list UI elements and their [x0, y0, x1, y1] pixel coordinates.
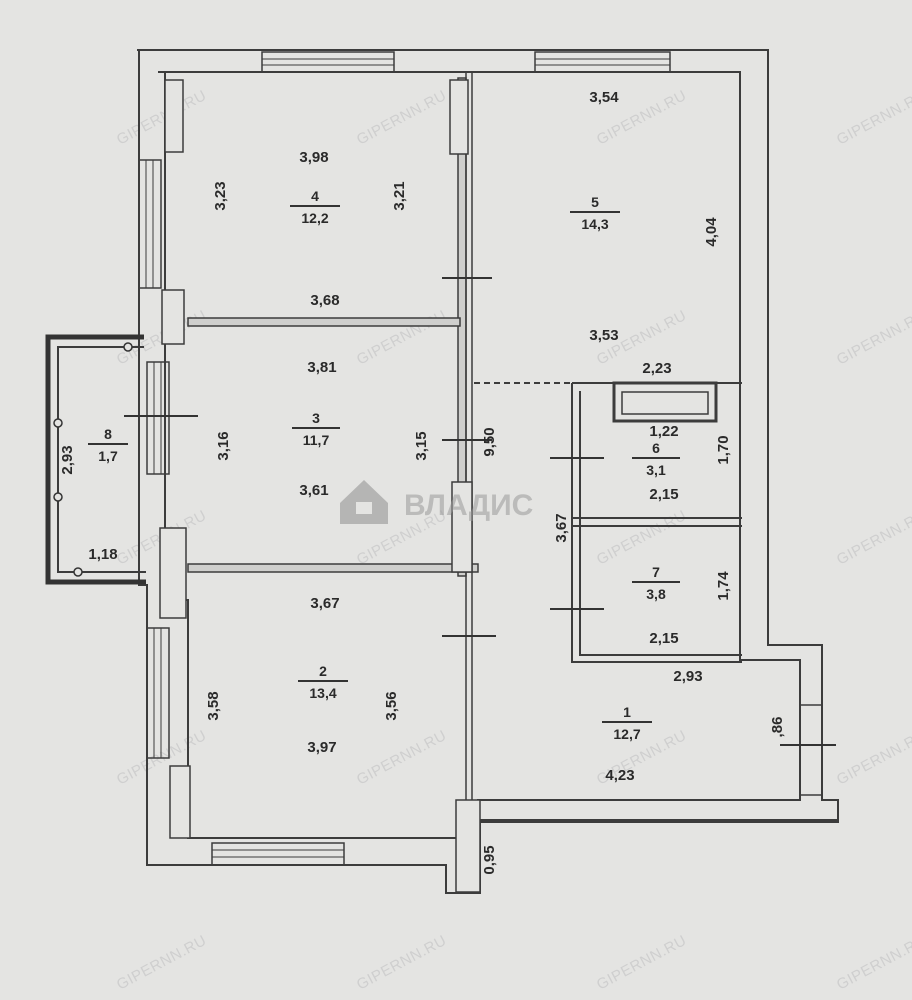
room-area: 12,7: [613, 726, 640, 742]
dimension: 3,56: [383, 691, 400, 720]
room-1: 1 12,7: [613, 704, 640, 742]
room-area: 1,7: [98, 448, 118, 464]
room-2: 2 13,4: [309, 663, 336, 701]
dimension: 3,97: [307, 739, 336, 756]
dimension: 2,15: [649, 630, 678, 647]
room-6: 6 3,1: [646, 440, 666, 478]
dimension: 3,61: [299, 482, 328, 499]
room-area: 3,8: [646, 586, 666, 602]
room-number: 5: [591, 194, 599, 210]
room-area: 12,2: [301, 210, 328, 226]
dimension: 0,95: [481, 845, 498, 874]
dimension: 1,18: [88, 546, 117, 563]
balcony: [45, 334, 146, 585]
dimension: 3,54: [589, 89, 619, 106]
room-area: 14,3: [581, 216, 608, 232]
dimension: 1,74: [715, 571, 732, 601]
dimension: 2,15: [649, 486, 678, 503]
room-area: 11,7: [303, 432, 330, 448]
window: [211, 842, 345, 866]
dimension: 3,81: [307, 359, 336, 376]
window: [138, 159, 162, 289]
dimension: 3,16: [215, 431, 232, 460]
dimension: 3,68: [310, 292, 339, 309]
dimension: 3,98: [299, 149, 328, 166]
room-number: 8: [104, 426, 112, 442]
room-area: 3,1: [646, 462, 666, 478]
dimension: 9,50: [481, 427, 498, 456]
dimension-labels: 3,98 3,23 3,21 3,68 3,54 4,04 3,53 3,8 1 …: [59, 89, 786, 875]
agency-logo: ВЛАДИС: [340, 480, 533, 524]
interior-walls: [159, 71, 742, 893]
room-number: 1: [623, 704, 631, 720]
dimension: ,86: [769, 717, 786, 738]
dimension: 1,22: [649, 423, 678, 440]
window: [534, 51, 671, 73]
room-8: 8 1,7: [98, 426, 118, 464]
room-7: 7 3,8: [646, 564, 666, 602]
house-icon: [340, 480, 388, 524]
room-5: 5 14,3: [581, 194, 608, 232]
room-number: 2: [319, 663, 327, 679]
dimension: 3,15: [413, 431, 430, 460]
window: [799, 704, 823, 796]
door-marks: [124, 277, 836, 746]
dimension: 1,70: [715, 435, 732, 464]
room-number: 7: [652, 564, 660, 580]
window: [146, 361, 170, 475]
dimension: 3,67: [310, 595, 339, 612]
windows: [138, 51, 823, 866]
dimension: 2,93: [59, 445, 76, 474]
room-number: 6: [652, 440, 660, 456]
room-number: 3: [312, 410, 320, 426]
logo-text: ВЛАДИС: [404, 489, 533, 522]
dimension: 3,23: [212, 181, 229, 210]
dimension: 4,23: [605, 767, 634, 784]
dimension: 3,21: [391, 181, 408, 210]
dimension: 2,23: [642, 360, 671, 377]
window: [261, 51, 395, 73]
dimension: 3,58: [205, 691, 222, 720]
area-underlines: [88, 205, 680, 723]
dimension: 4,04: [703, 217, 720, 247]
room-area: 13,4: [309, 685, 336, 701]
room-number: 4: [311, 188, 319, 204]
window: [146, 627, 170, 759]
room-3: 3 11,7: [303, 410, 330, 448]
dimension: 3,53: [589, 327, 618, 344]
room-4: 4 12,2: [301, 188, 328, 226]
dimension: 2,93: [673, 668, 702, 685]
dimension: 3,67: [553, 513, 570, 542]
